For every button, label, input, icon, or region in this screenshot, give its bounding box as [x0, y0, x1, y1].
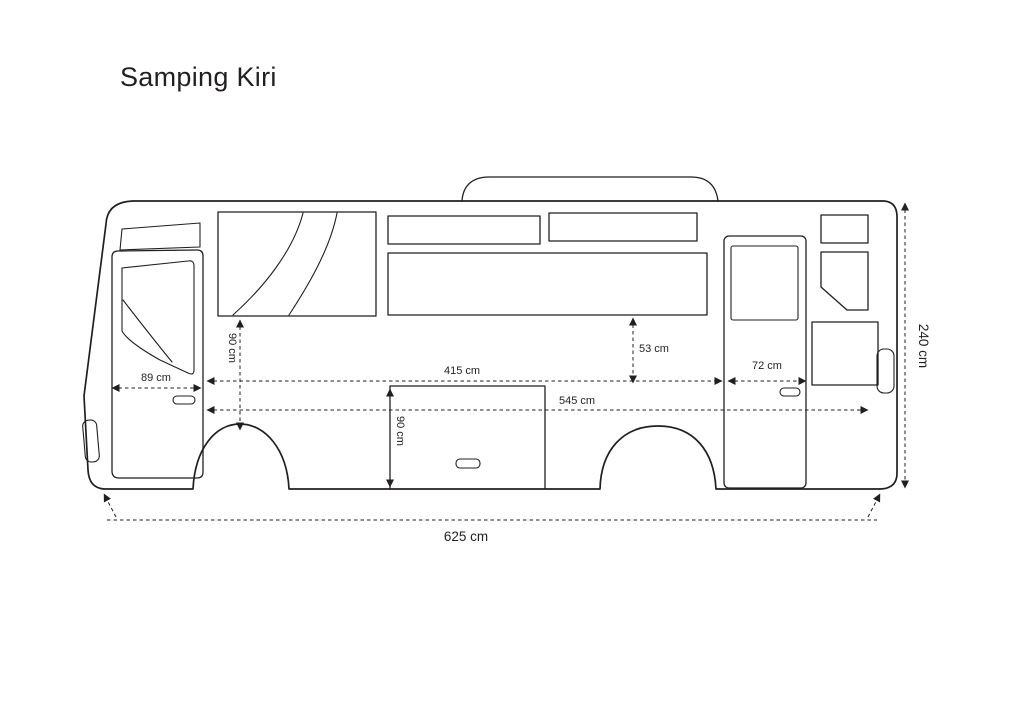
rear-door [723, 235, 807, 489]
front-door-window-divider [122, 299, 173, 363]
decal-curve-1 [232, 212, 304, 316]
rear-door-handle [779, 387, 801, 397]
rear-hatch-panel [811, 321, 879, 386]
dim-window-band-length: 415 cm [206, 365, 723, 385]
dim-front-panel-height: 90 cm [226, 319, 244, 431]
main-side-window [387, 252, 708, 316]
luggage-door-handle [455, 458, 481, 469]
driver-window [217, 211, 377, 317]
luggage-door [389, 385, 546, 490]
dim-overall-height: 240 cm [901, 202, 931, 489]
rear-window-upper [820, 214, 869, 244]
dim-label-overall-height: 240 cm [916, 324, 931, 368]
vent-window-1 [387, 215, 541, 245]
dimension-annotations: 89 cm 90 cm 415 cm 53 cm 72 cm 545 cm [103, 202, 931, 544]
dim-skirt-panel-height: 90 cm [386, 388, 406, 488]
rear-light [876, 348, 895, 394]
dim-arrow-overall-length-left [103, 493, 117, 518]
front-marker-light [82, 419, 100, 463]
dim-label-front-door-width: 89 cm [141, 372, 171, 384]
front-door-window [121, 260, 195, 375]
dim-label-window-band-length: 415 cm [444, 365, 480, 377]
dim-overall-length: 625 cm [103, 493, 881, 544]
dim-rear-door-width: 72 cm [727, 360, 807, 385]
dim-label-front-panel-height: 90 cm [226, 333, 238, 363]
dim-window-drop-height: 53 cm [629, 317, 669, 384]
dim-label-skirt-panel-height: 90 cm [394, 416, 406, 446]
roof-ac-unit [461, 176, 719, 202]
dim-front-door-width: 89 cm [111, 372, 202, 392]
front-door-handle [172, 395, 196, 405]
bus-drawing [82, 176, 898, 490]
dim-label-rear-door-width: 72 cm [752, 360, 782, 372]
page-title: Samping Kiri [120, 62, 277, 92]
dim-label-body-panel-length: 545 cm [559, 395, 595, 407]
rear-door-window [730, 245, 799, 321]
dim-label-window-drop-height: 53 cm [639, 343, 669, 355]
dim-body-panel-length: 545 cm [206, 395, 869, 414]
bus-body-outline [83, 200, 898, 490]
vent-window-2 [548, 212, 698, 242]
decal-curve-2 [288, 212, 338, 316]
front-door [111, 249, 204, 479]
front-roof-panel [119, 222, 201, 251]
rear-window-lower [820, 251, 869, 311]
dim-label-overall-length: 625 cm [444, 529, 488, 544]
dim-arrow-overall-length-right [867, 493, 881, 518]
